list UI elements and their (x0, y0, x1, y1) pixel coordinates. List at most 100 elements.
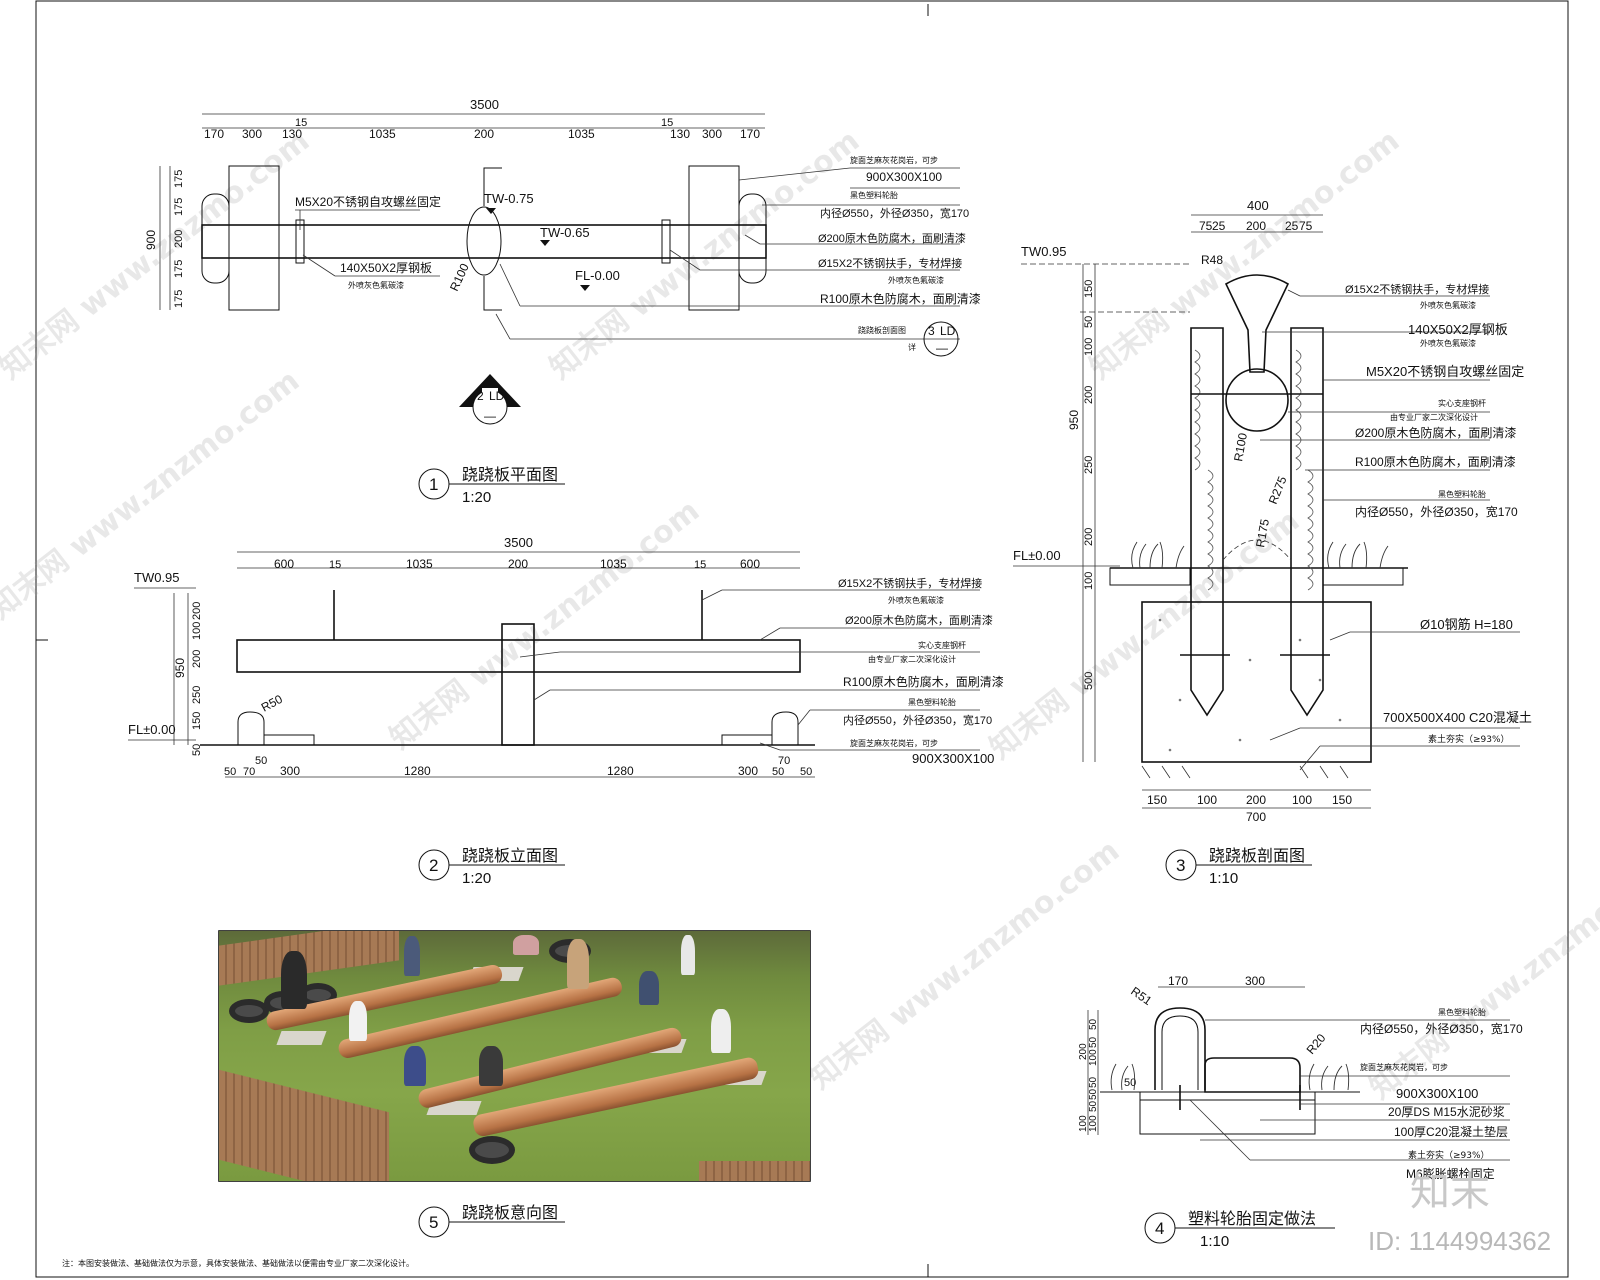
svg-text:100: 100 (1088, 1049, 1099, 1066)
svg-text:100: 100 (1197, 793, 1217, 807)
fig4-scale: 1:10 (1200, 1233, 1229, 1250)
svg-text:内径Ø550，外径Ø350，宽170: 内径Ø550，外径Ø350，宽170 (820, 206, 969, 220)
fig2-dims-left: 200 100 200 250 150 50 (191, 602, 203, 756)
fig4-granite-slab (1204, 1057, 1301, 1093)
svg-text:内径Ø550，外径Ø350，宽170: 内径Ø550，外径Ø350，宽170 (843, 713, 992, 727)
svg-text:175: 175 (173, 290, 185, 308)
svg-text:LD: LD (940, 324, 956, 338)
svg-text:700X500X400 C20混凝土: 700X500X400 C20混凝土 (1383, 710, 1532, 725)
svg-text:150: 150 (1332, 793, 1352, 807)
svg-text:300: 300 (702, 127, 722, 141)
svg-text:15: 15 (694, 559, 706, 571)
svg-text:300: 300 (1245, 974, 1265, 988)
child (349, 1001, 367, 1041)
svg-text:900X300X100: 900X300X100 (912, 751, 994, 766)
fig2-tire-right (771, 711, 799, 745)
fig4-notes: 黑色塑料轮胎 内径Ø550，外径Ø350，宽170 旋面芝麻灰花岗岩，可步 90… (1189, 1007, 1523, 1181)
svg-text:2: 2 (477, 389, 484, 403)
svg-text:Ø10钢筋 H=180: Ø10钢筋 H=180 (1420, 617, 1513, 632)
svg-text:内径Ø550，外径Ø350，宽170: 内径Ø550，外径Ø350，宽170 (1360, 1021, 1523, 1036)
svg-text:900X300X100: 900X300X100 (866, 170, 942, 184)
fig3-dim-bottom-total: 700 (1246, 810, 1266, 824)
svg-text:实心支座钢杆: 实心支座钢杆 (918, 640, 966, 650)
fig3-concrete-footing (1141, 601, 1372, 763)
fig1-level-tw1: TW-0.75 (484, 191, 534, 206)
svg-text:5: 5 (429, 1213, 438, 1232)
svg-text:200: 200 (1083, 528, 1095, 546)
svg-text:100厚C20混凝土垫层: 100厚C20混凝土垫层 (1394, 1124, 1508, 1139)
fig1-section-mark: 2 LD — (459, 374, 521, 425)
svg-text:—: — (936, 341, 948, 355)
svg-text:3: 3 (928, 324, 935, 338)
svg-text:20厚DS M15水泥砂浆: 20厚DS M15水泥砂浆 (1388, 1104, 1505, 1119)
svg-text:175: 175 (173, 260, 185, 278)
svg-text:500: 500 (1083, 672, 1095, 690)
svg-text:300: 300 (242, 127, 262, 141)
svg-text:Ø15X2不锈钢扶手，专材焊接: Ø15X2不锈钢扶手，专材焊接 (818, 256, 962, 270)
svg-text:175: 175 (173, 198, 185, 216)
svg-text:Ø15X2不锈钢扶手，专材焊接: Ø15X2不锈钢扶手，专材焊接 (1345, 282, 1489, 296)
fig4-mortar (1139, 1091, 1316, 1101)
svg-text:900X300X100: 900X300X100 (1396, 1086, 1478, 1101)
svg-text:R275: R275 (1266, 474, 1290, 506)
svg-text:旋面芝麻灰花岗岩，可步: 旋面芝麻灰花岗岩，可步 (850, 155, 938, 165)
fig1-scale: 1:20 (462, 489, 491, 506)
fig1-plan: 3500 170 300 130 15 1035 200 1035 15 130… (144, 97, 981, 506)
child (681, 935, 695, 975)
svg-text:200: 200 (1083, 386, 1095, 404)
sheet-border (35, 0, 1569, 1278)
fig5-title: 跷跷板意向图 (462, 1203, 558, 1222)
svg-text:100: 100 (1088, 1115, 1099, 1132)
svg-text:25: 25 (1212, 219, 1226, 233)
fig2-log-beam (236, 639, 801, 673)
watermark: 知末网 www.znzmo.com (543, 123, 866, 386)
watermark: 知末网 www.znzmo.com (1083, 123, 1406, 386)
svg-text:1035: 1035 (600, 557, 627, 571)
svg-text:100: 100 (1083, 338, 1095, 356)
fig3-dims-left: 150 50 100 200 250 200 100 500 (1083, 280, 1095, 690)
child (404, 1046, 426, 1086)
svg-text:R51: R51 (1128, 984, 1154, 1008)
svg-text:200: 200 (474, 127, 494, 141)
watermark: 知末网 www.znzmo.com (383, 493, 706, 756)
svg-text:外喷灰色氟碳漆: 外喷灰色氟碳漆 (1420, 300, 1476, 310)
fig1-plate-sub: 外喷灰色氟碳漆 (348, 280, 404, 290)
svg-text:50: 50 (1088, 1088, 1099, 1100)
svg-text:200: 200 (1246, 219, 1266, 233)
fig1-title: 跷跷板平面图 (462, 465, 558, 484)
fig3-dims-top: 75 25 200 25 75 (1199, 219, 1313, 233)
svg-text:200: 200 (191, 602, 203, 620)
svg-text:175: 175 (173, 170, 185, 188)
svg-text:50: 50 (1088, 1076, 1099, 1088)
svg-text:150: 150 (1147, 793, 1167, 807)
fig2-dim-total: 3500 (504, 535, 533, 550)
fig1-level-fl: FL-0.00 (575, 268, 620, 283)
svg-text:由专业厂家二次深化设计: 由专业厂家二次深化设计 (868, 654, 956, 664)
svg-text:170: 170 (204, 127, 224, 141)
sheet-note: 注：本图安装做法、基础做法仅为示意，具体安装做法、基础做法以便需由专业厂家二次深… (62, 1258, 414, 1268)
fig2-dim-left-total: 950 (173, 658, 187, 678)
fig2-notes: Ø15X2不锈钢扶手，专材焊接 外喷灰色氟碳漆 Ø200原木色防腐木，面刷清漆 … (519, 576, 1004, 766)
svg-text:R100原木色防腐木，面刷清漆: R100原木色防腐木，面刷清漆 (820, 291, 981, 306)
svg-text:1035: 1035 (406, 557, 433, 571)
svg-text:—: — (484, 409, 496, 423)
svg-text:黑色塑料轮胎: 黑色塑料轮胎 (1438, 1007, 1486, 1017)
svg-text:黑色塑料轮胎: 黑色塑料轮胎 (1438, 489, 1486, 499)
svg-text:实心支座钢杆: 实心支座钢杆 (1438, 398, 1486, 408)
fig2-pivot-post (501, 623, 535, 746)
svg-text:4: 4 (1155, 1219, 1164, 1238)
svg-text:75: 75 (1299, 219, 1313, 233)
svg-text:1280: 1280 (404, 764, 431, 778)
fig3-scale: 1:10 (1209, 870, 1238, 887)
fig2-dims-top: 600 15 1035 200 1035 15 600 (274, 557, 760, 571)
fig2-tw: TW0.95 (134, 570, 180, 585)
svg-text:75: 75 (1199, 219, 1213, 233)
svg-text:外喷灰色氟碳漆: 外喷灰色氟碳漆 (888, 595, 944, 605)
svg-text:黑色塑料轮胎: 黑色塑料轮胎 (908, 697, 956, 707)
fig4-tire (1154, 1007, 1206, 1090)
svg-text:1035: 1035 (568, 127, 595, 141)
fig3-post-left (1190, 327, 1224, 717)
brand-logo: 知末 (1410, 1169, 1490, 1215)
fig1-plate-right (661, 219, 671, 264)
